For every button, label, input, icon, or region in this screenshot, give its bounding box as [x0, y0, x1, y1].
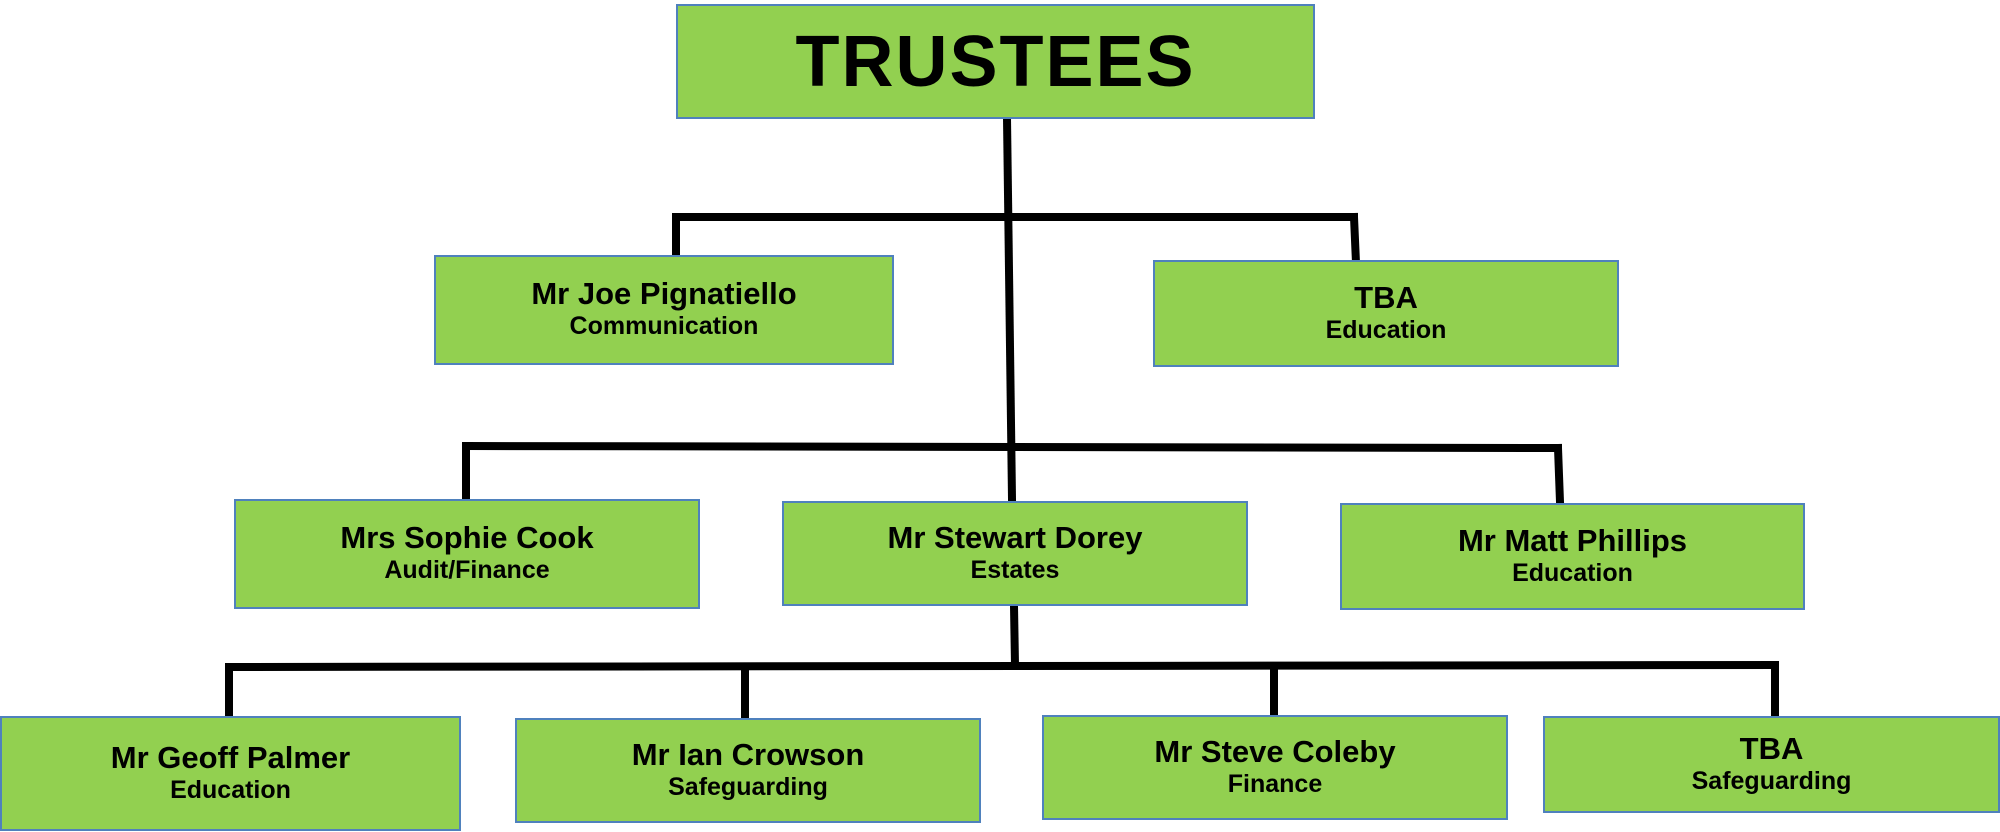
node-matt-phillips: Mr Matt Phillips Education: [1340, 503, 1805, 610]
node-geoff-palmer: Mr Geoff Palmer Education: [0, 716, 461, 831]
connector-trunk: [1002, 113, 1017, 504]
connector-level3-stem: [1009, 601, 1020, 670]
node-role: Estates: [970, 555, 1060, 584]
node-steve-coleby: Mr Steve Coleby Finance: [1042, 715, 1508, 820]
connector-level2-right-drop: [1553, 443, 1565, 507]
node-role: Finance: [1227, 769, 1323, 798]
node-name: Mr Ian Crowson: [631, 736, 865, 772]
node-role: Audit/Finance: [384, 556, 550, 585]
node-name: TBA: [1739, 730, 1804, 766]
node-title: TRUSTEES: [795, 21, 1196, 102]
node-name: Mr Stewart Dorey: [887, 519, 1143, 555]
node-name: Mr Joe Pignatiello: [531, 276, 797, 312]
node-name: Mr Geoff Palmer: [110, 739, 351, 775]
node-stewart-dorey: Mr Stewart Dorey Estates: [782, 501, 1248, 606]
node-name: Mrs Sophie Cook: [340, 520, 594, 556]
node-joe-pignatiello: Mr Joe Pignatiello Communication: [434, 255, 894, 365]
connector-level2-bar: [463, 441, 1563, 453]
node-tba-safeguarding: TBA Safeguarding: [1543, 716, 2000, 813]
node-role: Communication: [569, 312, 759, 341]
node-role: Education: [1325, 315, 1447, 344]
connector-level1-right-drop: [1349, 212, 1361, 268]
node-name: TBA: [1354, 279, 1418, 315]
node-role: Education: [1512, 558, 1633, 587]
node-name: Mr Matt Phillips: [1457, 522, 1688, 558]
node-name: Mr Steve Coleby: [1154, 733, 1396, 769]
node-role: Safeguarding: [1691, 766, 1852, 795]
node-sophie-cook: Mrs Sophie Cook Audit/Finance: [234, 499, 700, 609]
node-trustees: TRUSTEES: [676, 4, 1315, 119]
node-role: Education: [170, 775, 291, 804]
node-role: Safeguarding: [668, 772, 828, 801]
node-ian-crowson: Mr Ian Crowson Safeguarding: [515, 718, 981, 823]
node-tba-education: TBA Education: [1153, 260, 1619, 367]
connector-level3-bar: [224, 660, 1778, 672]
